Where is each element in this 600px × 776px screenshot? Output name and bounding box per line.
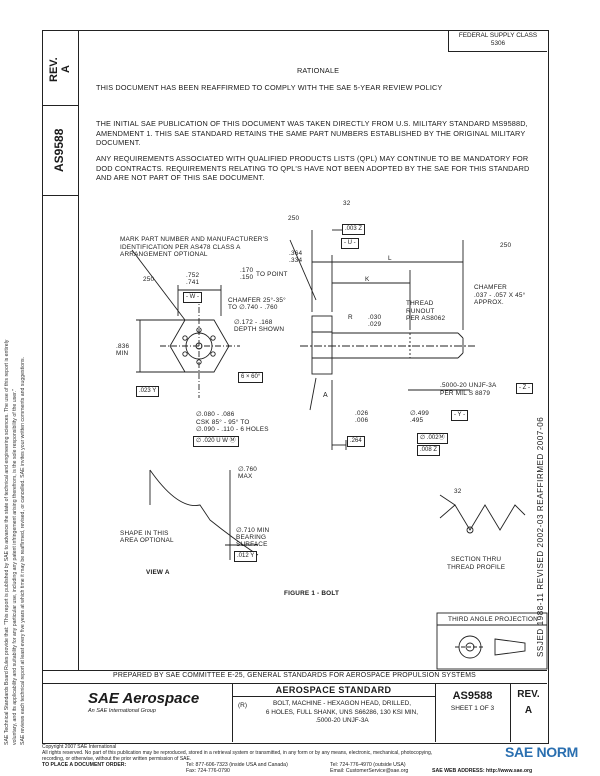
dim-030: .030 .029 <box>368 314 382 328</box>
mark-note: MARK PART NUMBER AND MANUFACTURER'S IDEN… <box>120 236 269 258</box>
dim-499: ∅.499 .495 <box>410 410 430 424</box>
title-block-top <box>42 683 547 684</box>
order-label: TO PLACE A DOCUMENT ORDER: <box>42 762 127 768</box>
dim-710: ∅.710 MIN BEARING SURFACE <box>236 527 270 548</box>
revision-history: SSJED 1988-11 REVISED 2002-03 REAFFIRMED… <box>536 416 545 657</box>
dim-008z: .008 Z <box>417 445 441 456</box>
left-divider <box>42 195 78 196</box>
chamfer-037: CHAMFER .037 - .057 X 45° APPROX. <box>474 284 526 306</box>
datum-u: - U - <box>341 238 359 249</box>
sae-logo-sub: An SAE International Group <box>88 708 156 714</box>
email: Email: CustomerService@sae.org <box>330 768 409 774</box>
thread-runout: THREAD RUNOUT PER AS8062 <box>406 300 446 322</box>
chamfer-25: CHAMFER 25°-35° TO ∅.740 - .760 <box>228 297 286 311</box>
section-thru-label: SECTION THRU THREAD PROFILE <box>447 556 506 571</box>
six-60-box: 6 × 60° <box>238 372 264 383</box>
to-point-label: TO POINT <box>256 271 288 278</box>
view-a-marker: A <box>323 392 328 399</box>
copyright: Copyright 2007 SAE International <box>42 744 117 750</box>
hex-head-outline <box>169 319 230 373</box>
dim-32-b: 32 <box>454 488 462 495</box>
thread-profile <box>439 504 526 531</box>
dim-170: .170 .150 <box>240 267 254 281</box>
fax: Fax: 724-776-0790 <box>186 768 230 774</box>
shape-note: SHAPE IN THIS AREA OPTIONAL <box>120 530 174 544</box>
dim-003z: .003 Z <box>342 224 366 235</box>
sae-web-address: SAE WEB ADDRESS: http://www.sae.org <box>432 768 533 774</box>
rights-notice: All rights reserved. No part of this pub… <box>42 750 433 756</box>
paragraph: THIS DOCUMENT HAS BEEN REAFFIRMED TO COM… <box>96 83 443 92</box>
third-angle-label: THIRD ANGLE PROJECTION <box>448 616 538 623</box>
figure-caption: FIGURE 1 - BOLT <box>284 590 340 597</box>
dim-250: 250 <box>143 276 155 283</box>
datum-y: - Y - <box>451 410 469 421</box>
view-a-label: VIEW A <box>146 569 170 576</box>
prepared-by-divider <box>42 670 547 671</box>
federal-supply-class: FEDERAL SUPPLY CLASS 5306 <box>458 32 538 47</box>
page-frame <box>42 30 549 744</box>
dim-32-a: 32 <box>343 200 351 207</box>
reaffirmed-code: (R) <box>238 702 248 709</box>
doc-header: AEROSPACE STANDARD <box>275 685 392 695</box>
rationale-title: RATIONALE <box>297 66 340 75</box>
watermark-logo: SAE NORM <box>505 744 579 760</box>
rev-label: REV. <box>517 689 540 700</box>
dim-364: .364 .334 <box>289 250 303 264</box>
doc-description: BOLT, MACHINE - HEXAGON HEAD, DRILLED, 6… <box>265 700 419 724</box>
left-divider <box>42 105 78 106</box>
dim-026: .026 .006 <box>355 410 369 424</box>
dim-264: .264 <box>347 436 365 447</box>
dim-012y: .012 Y <box>234 551 258 562</box>
doc-id: AS9588 <box>452 690 493 702</box>
dim-250-b: 250 <box>288 215 300 222</box>
dim-020: ∅ .020 U W Ⓜ <box>193 436 239 447</box>
dim-r: R <box>348 314 353 321</box>
dim-002: ∅ .002Ⓜ <box>417 433 448 444</box>
dim-023y: .023 Y <box>136 386 160 397</box>
datum-z: - Z - <box>516 383 533 394</box>
phone-2: Tel: 724-776-4970 (outside USA) <box>330 762 406 768</box>
left-margin-column <box>42 30 79 670</box>
dim-080: ∅.080 - .086 CSK 85° - 95° TO ∅.090 - .1… <box>196 411 269 433</box>
sae-logo: SAE Aerospace <box>88 690 200 707</box>
dim-l: L <box>388 255 392 262</box>
bolt-head-side <box>311 315 333 375</box>
phone-1: Tel: 877-606-7323 (inside USA and Canada… <box>186 762 288 768</box>
thread-spec: .5000-20 UNJF-3A PER MIL S 8879 <box>440 382 497 397</box>
dim-k: K <box>365 276 370 283</box>
prepared-by: PREPARED BY SAE COMMITTEE E-25, GENERAL … <box>113 672 476 679</box>
dim-250-c: 250 <box>500 242 512 249</box>
dim-752: .752 .741 <box>186 272 200 286</box>
paragraph: THE INITIAL SAE PUBLICATION OF THIS DOCU… <box>96 119 528 148</box>
rev-value: A <box>524 705 533 716</box>
datum-w: - W - <box>183 292 202 303</box>
dim-836: .836 MIN <box>116 343 130 357</box>
dim-760: ∅.760 MAX <box>238 466 258 480</box>
rights-notice-2: recording, or otherwise, without the pri… <box>42 756 192 762</box>
federal-supply-class-box: FEDERAL SUPPLY CLASS 5306 <box>448 30 547 52</box>
view-a-profile <box>149 469 259 556</box>
sheet-number: SHEET 1 OF 3 <box>450 705 495 712</box>
dim-172: ∅.172 - .168 DEPTH SHOWN <box>234 319 285 333</box>
paragraph: ANY REQUIREMENTS ASSOCIATED WITH QUALIFI… <box>96 154 530 183</box>
